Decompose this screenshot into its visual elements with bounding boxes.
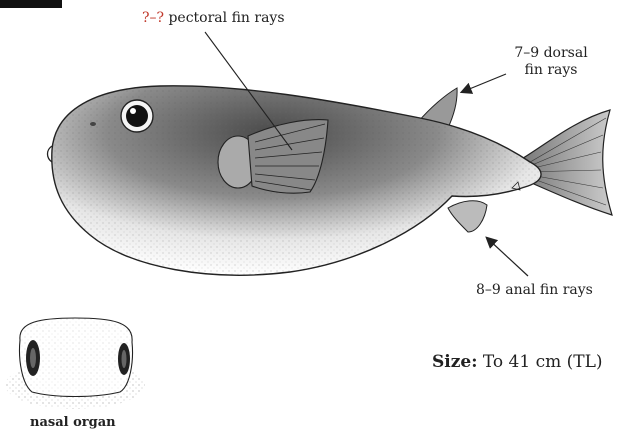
pectoral-count-unknown: ?–? [142, 10, 164, 26]
pectoral-label-text: pectoral fin rays [164, 10, 285, 26]
pectoral-fin-rays-label: ?–? pectoral fin rays [142, 10, 285, 27]
dorsal-pointer-arrow [462, 74, 506, 92]
anal-fin-rays-label: 8–9 anal fin rays [476, 282, 593, 299]
eye [121, 100, 153, 132]
caudal-fin [520, 110, 612, 215]
size-info: Size: To 41 cm (TL) [432, 354, 603, 371]
size-value: To 41 cm (TL) [477, 352, 602, 372]
nasal-organ-icon [5, 318, 145, 409]
anal-fin [448, 201, 487, 232]
dorsal-fin-rays-label: 7–9 dorsal fin rays [506, 45, 596, 79]
nasal-organ-label: nasal organ [30, 414, 116, 431]
pufferfish-illustration-icon [48, 86, 613, 275]
dorsal-label-line1: 7–9 dorsal [506, 45, 596, 62]
size-key: Size: [432, 352, 477, 372]
dorsal-label-line2: fin rays [506, 62, 596, 79]
anal-pointer-arrow [487, 238, 528, 276]
